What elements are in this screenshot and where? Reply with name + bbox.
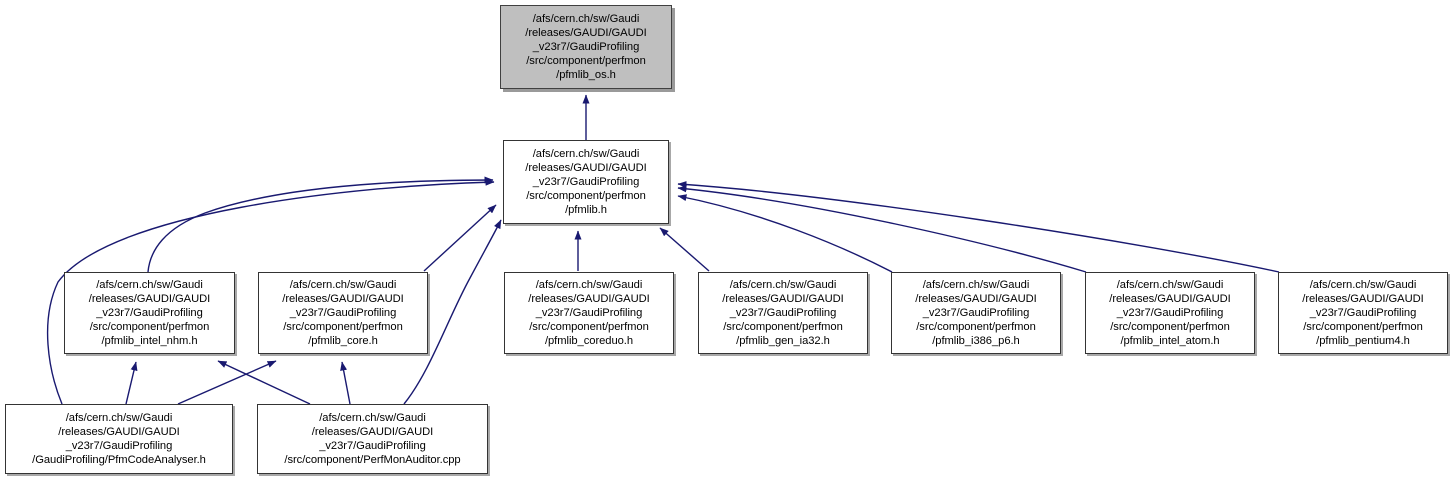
- edge-pfmlib_intel_nhm-to-pfmlib: [147, 176, 494, 273]
- graph-node-label: /afs/cern.ch/sw/Gaudi /releases/GAUDI/GA…: [1302, 278, 1424, 348]
- graph-node-label: /afs/cern.ch/sw/Gaudi /releases/GAUDI/GA…: [282, 278, 404, 348]
- edge-PfmCodeAnalyser-to-pfmlib_intel_nhm: [125, 361, 138, 405]
- graph-node-pfmlib_core[interactable]: /afs/cern.ch/sw/Gaudi /releases/GAUDI/GA…: [258, 272, 428, 354]
- edge-PerfMonAuditor-to-pfmlib_intel_nhm: [217, 360, 311, 405]
- graph-node-label: /afs/cern.ch/sw/Gaudi /releases/GAUDI/GA…: [722, 278, 844, 348]
- graph-node-PerfMonAuditor[interactable]: /afs/cern.ch/sw/Gaudi /releases/GAUDI/GA…: [257, 404, 488, 474]
- graph-node-label: /afs/cern.ch/sw/Gaudi /releases/GAUDI/GA…: [284, 411, 461, 467]
- graph-node-label: /afs/cern.ch/sw/Gaudi /releases/GAUDI/GA…: [525, 147, 647, 217]
- edge-pfmlib_gen_ia32-to-pfmlib: [659, 227, 710, 272]
- graph-node-pfmlib_intel_nhm[interactable]: /afs/cern.ch/sw/Gaudi /releases/GAUDI/GA…: [64, 272, 235, 354]
- graph-node-pfmlib_pentium4[interactable]: /afs/cern.ch/sw/Gaudi /releases/GAUDI/GA…: [1278, 272, 1448, 354]
- edge-PfmCodeAnalyser-to-pfmlib_core: [177, 360, 277, 405]
- graph-node-label: /afs/cern.ch/sw/Gaudi /releases/GAUDI/GA…: [528, 278, 650, 348]
- edge-PerfMonAuditor-to-pfmlib: [403, 219, 502, 405]
- edge-pfmlib_core-to-pfmlib: [423, 204, 497, 272]
- graph-node-label: /afs/cern.ch/sw/Gaudi /releases/GAUDI/GA…: [88, 278, 211, 348]
- graph-node-label: /afs/cern.ch/sw/Gaudi /releases/GAUDI/GA…: [32, 411, 206, 467]
- graph-node-pfmlib_gen_ia32[interactable]: /afs/cern.ch/sw/Gaudi /releases/GAUDI/GA…: [698, 272, 868, 354]
- edge-PerfMonAuditor-to-pfmlib_core: [340, 361, 351, 405]
- graph-node-pfmlib_os[interactable]: /afs/cern.ch/sw/Gaudi /releases/GAUDI/GA…: [500, 5, 672, 89]
- edge-pfmlib_intel_atom-to-pfmlib: [677, 185, 1087, 273]
- graph-node-pfmlib_i386_p6[interactable]: /afs/cern.ch/sw/Gaudi /releases/GAUDI/GA…: [891, 272, 1061, 354]
- graph-node-pfmlib_coreduo[interactable]: /afs/cern.ch/sw/Gaudi /releases/GAUDI/GA…: [504, 272, 674, 354]
- graph-node-label: /afs/cern.ch/sw/Gaudi /releases/GAUDI/GA…: [525, 12, 647, 82]
- edge-PfmCodeAnalyser-to-pfmlib: [46, 178, 495, 405]
- graph-node-label: /afs/cern.ch/sw/Gaudi /releases/GAUDI/GA…: [915, 278, 1037, 348]
- graph-node-label: /afs/cern.ch/sw/Gaudi /releases/GAUDI/GA…: [1109, 278, 1231, 348]
- graph-node-pfmlib_intel_atom[interactable]: /afs/cern.ch/sw/Gaudi /releases/GAUDI/GA…: [1085, 272, 1255, 354]
- edges: [46, 94, 1280, 405]
- edge-pfmlib_pentium4-to-pfmlib: [677, 181, 1280, 273]
- graph-node-PfmCodeAnalyser[interactable]: /afs/cern.ch/sw/Gaudi /releases/GAUDI/GA…: [5, 404, 233, 474]
- graph-node-pfmlib[interactable]: /afs/cern.ch/sw/Gaudi /releases/GAUDI/GA…: [503, 140, 669, 224]
- edge-pfmlib_i386_p6-to-pfmlib: [677, 194, 893, 273]
